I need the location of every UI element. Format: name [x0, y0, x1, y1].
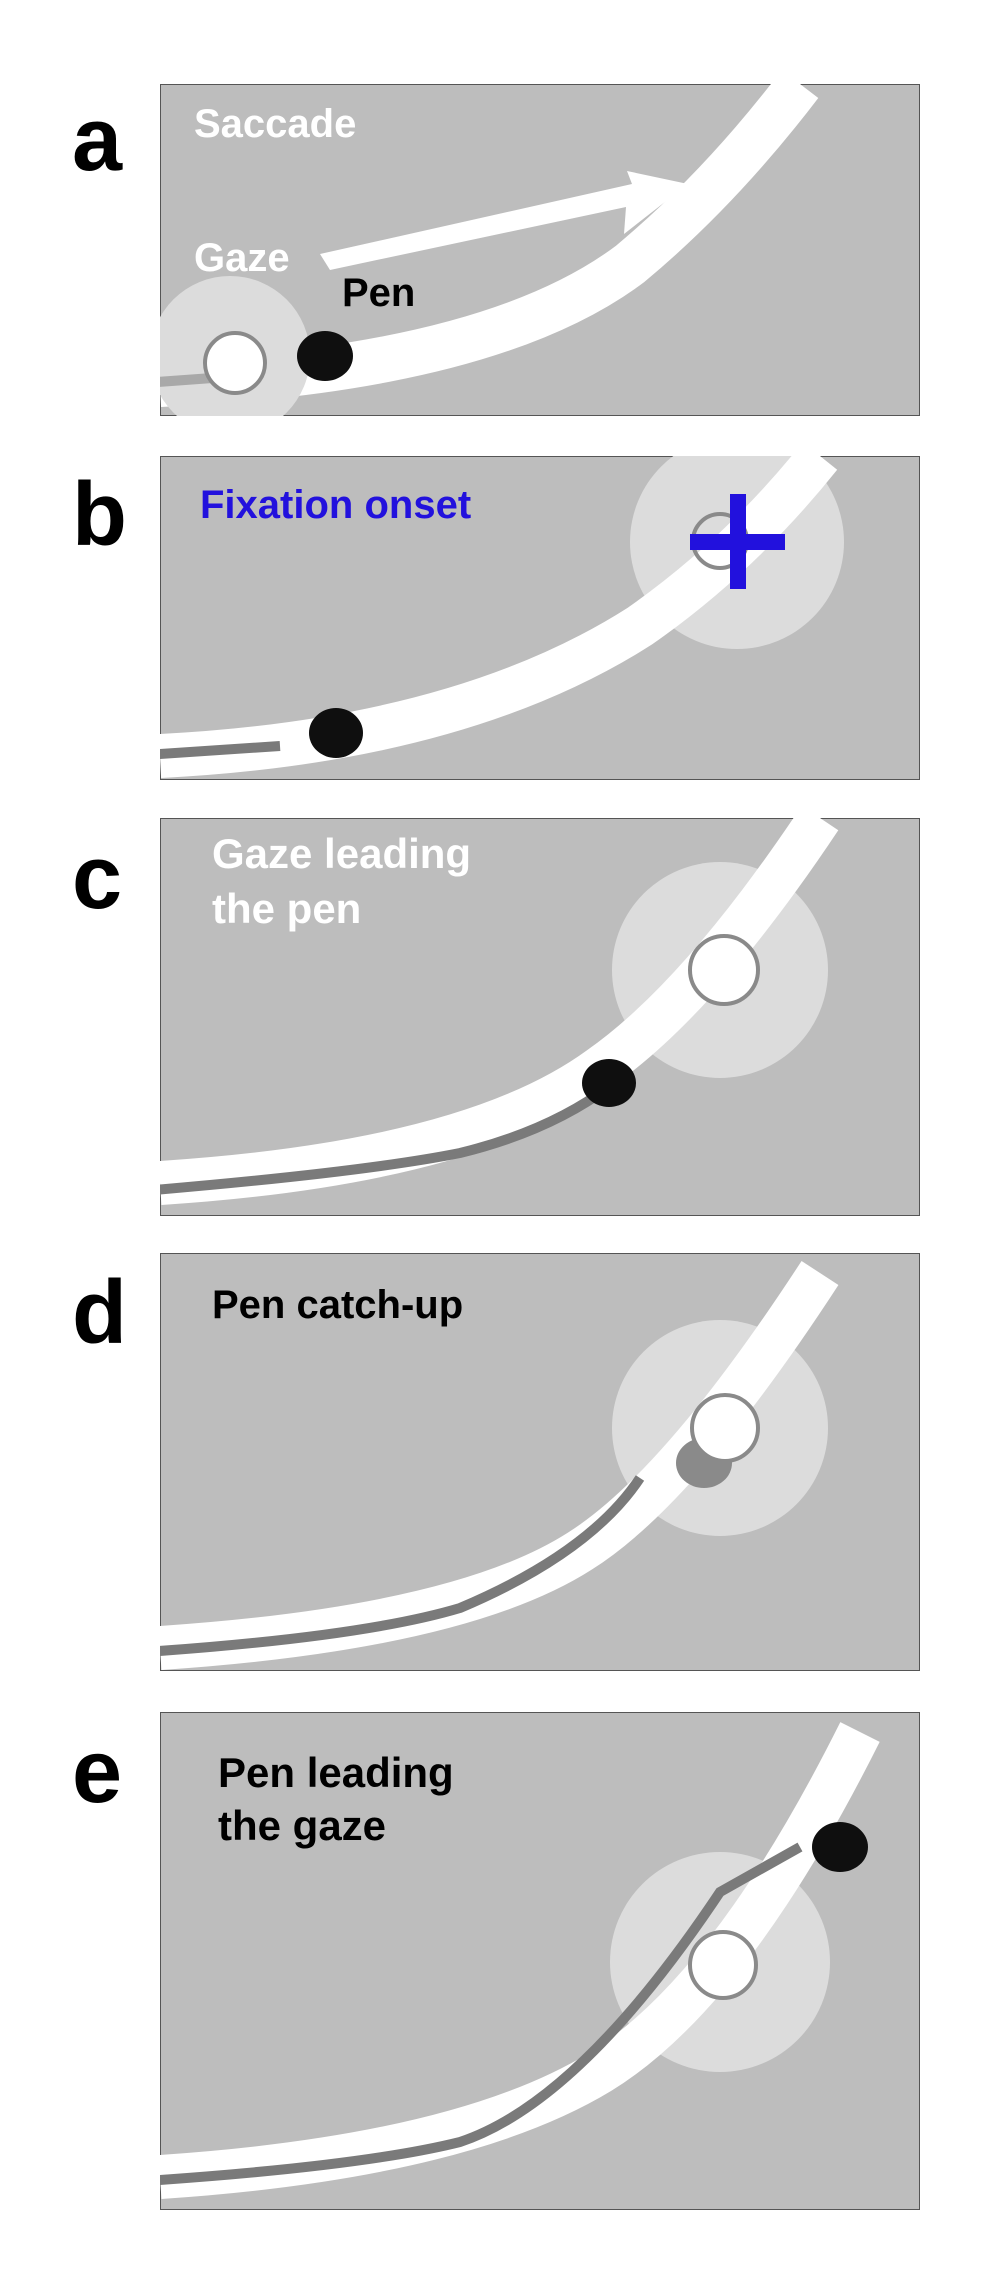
panel-letter-b: b [72, 465, 127, 565]
panel-letter-d: d [72, 1263, 127, 1363]
panel-letter-e: e [72, 1722, 123, 1822]
pen-marker [812, 1822, 868, 1872]
writing-path [160, 1722, 880, 2199]
gaze-label: Gaze [194, 236, 290, 280]
pen-label: Pen [342, 271, 415, 315]
panel-c: Gaze leading the pen [160, 818, 920, 1216]
ink-trace [160, 741, 281, 760]
pen-leading-label-line2: the gaze [218, 1802, 386, 1849]
pen-catchup-label: Pen catch-up [212, 1283, 463, 1327]
panel-e: Pen leading the gaze [160, 1712, 920, 2210]
saccade-arrow [320, 171, 688, 270]
pen-marker [309, 708, 363, 758]
ink-trace [160, 1475, 645, 1656]
fixation-onset-label: Fixation onset [200, 483, 471, 527]
panel-letter-c: c [72, 828, 123, 928]
panel-b-canvas: Fixation onset [160, 456, 920, 780]
fixation-cross-vertical [730, 494, 746, 589]
panel-e-canvas: Pen leading the gaze [160, 1712, 920, 2210]
panel-d-canvas: Pen catch-up [160, 1253, 920, 1671]
panel-a: Saccade Gaze Pen [160, 84, 920, 416]
gaze-leading-label-line1: Gaze leading [212, 830, 471, 877]
gaze-marker [203, 331, 267, 395]
ink-trace [160, 1081, 613, 1195]
pen-leading-label-line1: Pen leading [218, 1749, 454, 1796]
saccade-label: Saccade [194, 102, 356, 146]
gaze-leading-label-line2: the pen [212, 885, 361, 932]
gaze-marker [690, 1393, 760, 1463]
gaze-marker [688, 934, 760, 1006]
gaze-marker [688, 1930, 758, 2000]
ink-trace [160, 1842, 803, 2185]
panel-d: Pen catch-up [160, 1253, 920, 1671]
pen-marker [297, 331, 353, 381]
panel-b: Fixation onset [160, 456, 920, 780]
pen-marker [582, 1059, 636, 1107]
panel-a-canvas: Saccade Gaze Pen [160, 84, 920, 416]
panel-letter-a: a [72, 90, 123, 190]
panel-c-canvas: Gaze leading the pen [160, 818, 920, 1216]
